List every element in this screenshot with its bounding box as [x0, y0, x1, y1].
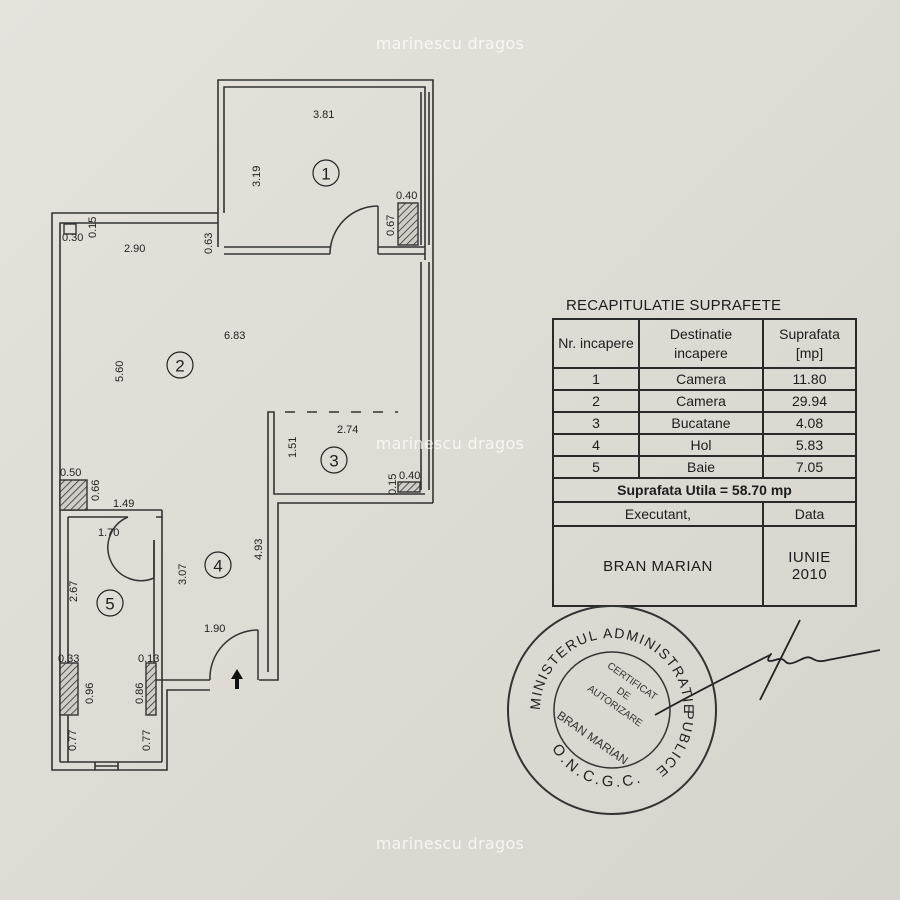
table-row: 4 Hol 5.83	[552, 433, 857, 457]
dim-r2-height: 5.60	[114, 361, 126, 382]
dim-r5-col2-w: 0.13	[138, 653, 159, 665]
header-sup: Suprafata [mp]	[762, 318, 857, 369]
watermark-bottom: marinescu dragos	[375, 834, 525, 853]
dim-r5-col2-h: 0.86	[134, 683, 146, 704]
table-row: 3 Bucatane 4.08	[552, 411, 857, 435]
dim-r1-width: 3.81	[313, 109, 334, 121]
walls	[51, 79, 434, 771]
row-dest: Hol	[638, 433, 764, 457]
room-markers	[96, 159, 348, 617]
table-row: 1 Camera 11.80	[552, 367, 857, 391]
row-dest: Bucatane	[638, 411, 764, 435]
header-nr: Nr. incapere	[552, 318, 640, 369]
dim-r3-width: 2.74	[337, 424, 358, 436]
watermark-middle: marinescu dragos	[375, 434, 525, 453]
dim-r1-col-h: 0.67	[385, 215, 397, 236]
watermark-top: marinescu dragos	[375, 34, 525, 53]
dim-r4-long: 4.93	[253, 539, 265, 560]
date-value: IUNIE 2010	[762, 525, 857, 607]
row-sup: 29.94	[762, 389, 857, 413]
total-area: Suprafata Utila = 58.70 mp	[552, 477, 857, 503]
row-nr: 3	[552, 411, 640, 435]
door-arcs	[107, 205, 379, 681]
dim-r2-corner: 0.63	[203, 233, 215, 254]
row-dest: Camera	[638, 367, 764, 391]
entrance-arrow-icon	[231, 669, 243, 689]
row-sup: 4.08	[762, 411, 857, 435]
data-label: Data	[762, 501, 857, 527]
row-dest: Baie	[638, 455, 764, 479]
dim-r2-small-a: 0.30	[62, 232, 83, 244]
dim-r2-top: 2.90	[124, 243, 145, 255]
dim-r4-bottom: 1.90	[204, 623, 225, 635]
executant-name: BRAN MARIAN	[552, 525, 764, 607]
room-number-4: 4	[213, 557, 222, 576]
row-sup: 7.05	[762, 455, 857, 479]
dim-r2-col-w: 0.50	[60, 467, 81, 479]
row-sup: 5.83	[762, 433, 857, 457]
dim-r1-col-w: 0.40	[396, 190, 417, 202]
dim-r3-col-w: 0.40	[399, 470, 420, 482]
header-dest: Destinatie incapere	[638, 318, 764, 369]
dimension-labels: 3.81 3.19 0.40 0.67 2.90 0.63 0.30 0.15 …	[58, 109, 420, 751]
row-sup: 11.80	[762, 367, 857, 391]
hatched-columns	[59, 202, 421, 716]
room-number-3: 3	[329, 452, 338, 471]
stamp-ring-right: PUBLICE	[653, 710, 696, 781]
row-nr: 2	[552, 389, 640, 413]
svg-text:PUBLICE: PUBLICE	[653, 710, 698, 781]
dim-r1-height: 3.19	[251, 166, 263, 187]
dim-r4-width: 1.49	[113, 498, 134, 510]
room-number-1: 1	[321, 165, 330, 184]
official-stamp: MINISTERUL ADMINISTRATIEI PUBLICE O.N.C.…	[500, 598, 717, 815]
summary-title: RECAPITULATIE SUPRAFETE	[566, 297, 782, 314]
dim-r2-small-b: 0.15	[87, 217, 99, 238]
dim-r5-bottom-l: 0.77	[67, 730, 79, 751]
table-row: 5 Baie 7.05	[552, 455, 857, 479]
row-nr: 1	[552, 367, 640, 391]
executant-label: Executant,	[552, 501, 764, 527]
area-summary: RECAPITULATIE SUPRAFETE Nr. incapere Des…	[552, 297, 862, 607]
summary-table: Nr. incapere Destinatie incapere Suprafa…	[552, 318, 857, 607]
dim-r3-col-h: 0.15	[387, 474, 399, 495]
dim-r3-height: 1.51	[287, 437, 299, 458]
row-nr: 4	[552, 433, 640, 457]
dim-r5-col-w: 0.33	[58, 653, 79, 665]
dim-r2-width: 6.83	[224, 330, 245, 342]
dim-r4-height: 3.07	[177, 564, 189, 585]
signature	[654, 619, 881, 716]
room-number-2: 2	[175, 357, 184, 376]
dim-r5-col-h: 0.96	[84, 683, 96, 704]
row-nr: 5	[552, 455, 640, 479]
dim-r5-width: 1.70	[98, 527, 119, 539]
dim-r5-bottom-r: 0.77	[141, 730, 153, 751]
dim-r5-height: 2.67	[68, 581, 80, 602]
table-row: 2 Camera 29.94	[552, 389, 857, 413]
room-number-5: 5	[105, 595, 114, 614]
dim-r2-col-h: 0.66	[90, 480, 102, 501]
row-dest: Camera	[638, 389, 764, 413]
